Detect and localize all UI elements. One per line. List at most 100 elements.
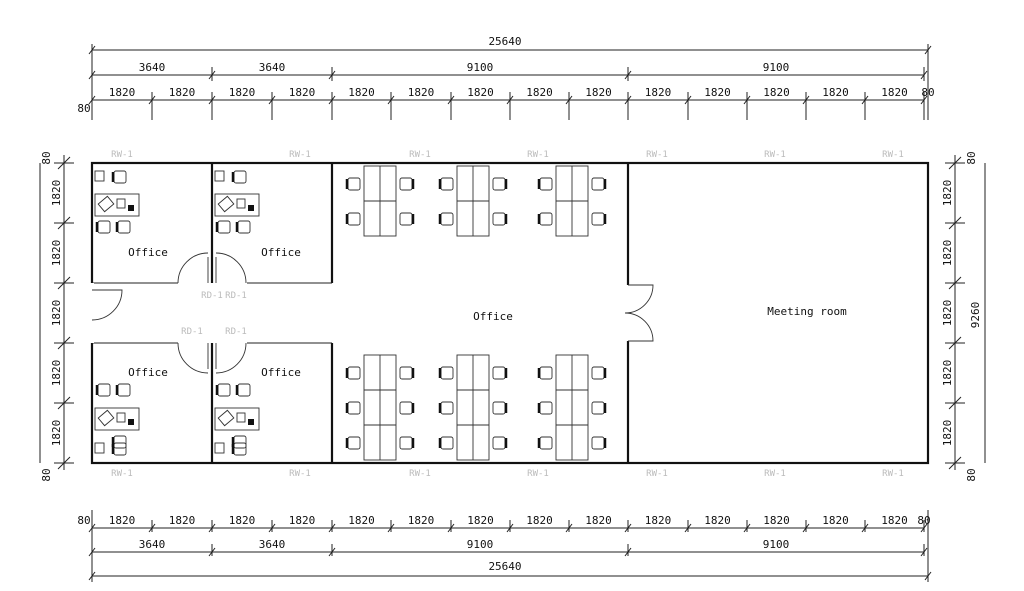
window-tag: RW-1 (111, 150, 133, 160)
dim-tick (920, 547, 928, 557)
chair-icon (345, 212, 361, 226)
dim-tick (565, 95, 573, 105)
dim-tick (88, 45, 96, 55)
door-tag: RD-1 (181, 327, 203, 337)
window-tag: RW-1 (646, 150, 668, 160)
dim-tick (861, 523, 869, 533)
top-minor-dim-label: 1820 (169, 86, 196, 99)
desk-icon (214, 193, 260, 217)
door-swing[interactable] (215, 252, 247, 284)
end-offset-label: 80 (40, 468, 53, 481)
chair-icon (111, 170, 127, 184)
dim-tick (743, 95, 751, 105)
end-offset-label: 80 (917, 514, 930, 527)
row-dim-label: 1820 (50, 240, 63, 267)
door-swing[interactable] (177, 342, 209, 374)
dim-tick (328, 95, 336, 105)
window-tag: RW-1 (764, 469, 786, 479)
room-label-office-2: Office (261, 246, 301, 259)
chair-icon (492, 401, 508, 415)
bottom-minor-dim-label: 1820 (169, 514, 196, 527)
window-tag: RW-1 (289, 150, 311, 160)
dim-tick (328, 70, 336, 80)
row-dim-label: 1820 (50, 360, 63, 387)
dim-tick (684, 95, 692, 105)
top-minor-dim-label: 1820 (645, 86, 672, 99)
chair-icon (345, 366, 361, 380)
meeting-door-swing[interactable] (624, 312, 654, 342)
row-dim-label: 1820 (941, 240, 954, 267)
chair-icon (591, 177, 607, 191)
dim-tick (148, 95, 156, 105)
bottom-minor-dim-label: 1820 (645, 514, 672, 527)
chair-icon (95, 383, 111, 397)
row-dim-label: 1820 (941, 360, 954, 387)
door-tag: RD-1 (201, 291, 223, 301)
chair-icon (438, 212, 454, 226)
chair-icon (235, 220, 251, 234)
chair-icon (399, 212, 415, 226)
window-tag: RW-1 (764, 150, 786, 160)
top-minor-dim-label: 1820 (229, 86, 256, 99)
chair-icon (115, 383, 131, 397)
bottom-minor-dim-label: 1820 (822, 514, 849, 527)
door-swing[interactable] (177, 252, 209, 284)
door-swing[interactable] (91, 289, 123, 321)
bottom-minor-dim-label: 1820 (763, 514, 790, 527)
top-minor-dim-label: 1820 (822, 86, 849, 99)
top-minor-dim-label: 1820 (289, 86, 316, 99)
top-minor-dim-label: 1820 (704, 86, 731, 99)
chair-icon (399, 177, 415, 191)
furniture (94, 165, 607, 461)
chair-icon (95, 220, 111, 234)
dim-tick (88, 70, 96, 80)
door-swing[interactable] (215, 342, 247, 374)
window-tag: RW-1 (882, 469, 904, 479)
chair-icon (438, 436, 454, 450)
top-minor-dim-label: 1820 (763, 86, 790, 99)
chair-icon (215, 383, 231, 397)
chair-icon (537, 177, 553, 191)
chair-icon (537, 212, 553, 226)
chair-icon (231, 435, 247, 449)
chair-icon (591, 212, 607, 226)
chair-icon (438, 366, 454, 380)
cabinet-icon (94, 170, 105, 182)
dim-tick (802, 523, 810, 533)
room-label-office-4: Office (261, 366, 301, 379)
bottom-minor-dim-label: 1820 (881, 514, 908, 527)
bin-icon (248, 419, 254, 425)
dim-tick (208, 70, 216, 80)
top-minor-dim-label: 1820 (881, 86, 908, 99)
dim-tick (88, 571, 96, 581)
bin-icon (128, 205, 134, 211)
dim-tick (208, 547, 216, 557)
chair-icon (399, 436, 415, 450)
overall-dim-label: 25640 (488, 560, 521, 573)
bottom-minor-dim-label: 1820 (526, 514, 553, 527)
bottom-major-dim-label: 9100 (467, 538, 494, 551)
bottom-minor-dim-label: 1820 (109, 514, 136, 527)
chair-icon (231, 170, 247, 184)
dim-tick (268, 523, 276, 533)
dim-tick (88, 95, 96, 105)
chair-icon (111, 442, 127, 456)
overall-dim-label: 25640 (488, 35, 521, 48)
bottom-minor-dim-label: 1820 (467, 514, 494, 527)
bottom-minor-dim-label: 1820 (585, 514, 612, 527)
bottom-minor-dim-label: 1820 (229, 514, 256, 527)
end-offset-label: 80 (965, 151, 978, 164)
dim-tick (948, 396, 962, 410)
dim-tick (57, 336, 71, 350)
chair-icon (97, 195, 115, 213)
top-minor-dim-label: 1820 (348, 86, 375, 99)
door-tag: RD-1 (225, 291, 247, 301)
end-offset-label: 80 (40, 151, 53, 164)
dim-tick (57, 156, 71, 170)
meeting-door-swing[interactable] (624, 284, 654, 314)
office-furniture (214, 170, 260, 217)
chair-icon (345, 401, 361, 415)
chair-icon (537, 401, 553, 415)
